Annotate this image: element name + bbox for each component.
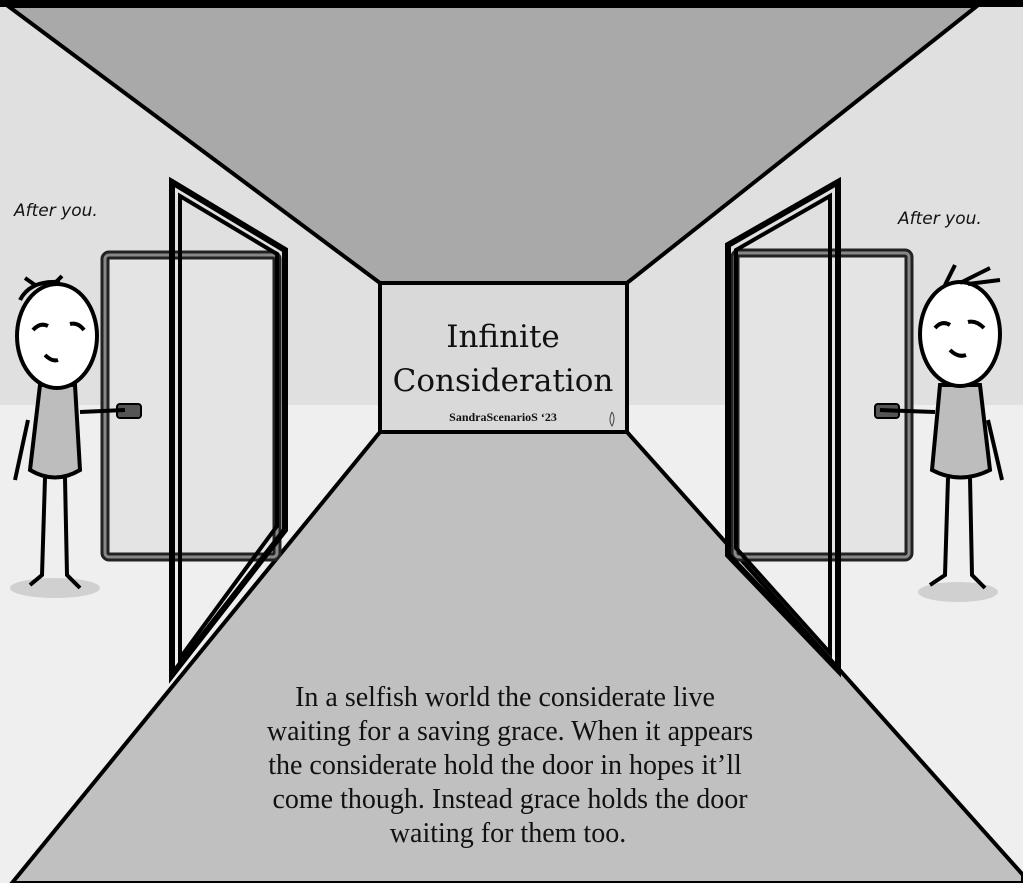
sign-title-line2: Consideration: [393, 363, 614, 399]
right-shadow: [918, 582, 998, 602]
right-figure-body: [929, 383, 993, 480]
caption-line: waiting for a saving grace. When it appe…: [267, 716, 753, 747]
left-figure-body: [27, 383, 83, 480]
left-figure: [13, 274, 126, 590]
caption-line: waiting for them too.: [390, 818, 626, 849]
left-speech: After you.: [13, 201, 98, 221]
left-figure-head: [15, 282, 99, 390]
caption-line: In a selfish world the considerate live: [295, 682, 715, 713]
right-speech: After you.: [897, 209, 982, 229]
right-figure: [879, 264, 1004, 590]
left-open-door: [169, 176, 288, 684]
sign-credit: SandraScenarioS ‘23: [449, 410, 557, 424]
signature-mark: [609, 411, 615, 427]
caption-line: the considerate hold the door in hopes i…: [268, 750, 742, 781]
sign-title-line1: Infinite: [446, 319, 560, 355]
right-open-door: [725, 176, 841, 678]
right-figure-head: [918, 280, 1002, 388]
back-wall-sign: [378, 281, 629, 434]
caption: In a selfish world the considerate live …: [267, 682, 753, 849]
right-door: [725, 176, 998, 678]
caption-line: come though. Instead grace holds the doo…: [272, 784, 748, 815]
top-border: [0, 0, 1023, 7]
left-shadow: [10, 578, 100, 598]
